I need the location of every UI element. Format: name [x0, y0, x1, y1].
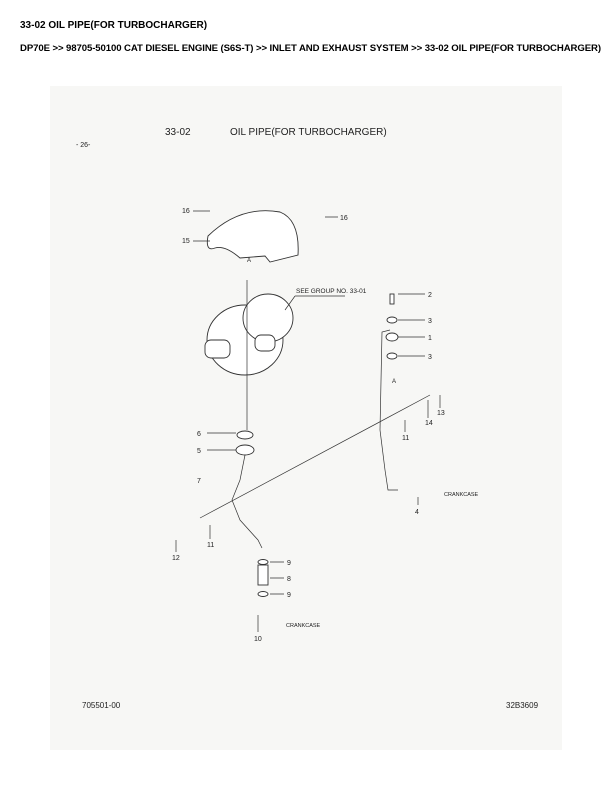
callout-11: 11 [402, 435, 409, 442]
crankcase-label: CRANKCASE [444, 492, 479, 498]
callout-5: 5 [197, 448, 201, 455]
oil-pipe-feed [379, 329, 398, 491]
callout-1: 1 [428, 335, 432, 342]
heat-shield [206, 210, 299, 263]
view-a-label-2: A [392, 379, 396, 385]
view-a-label: A [247, 258, 251, 264]
callout-16b: 16 [340, 215, 348, 222]
callout-14: 14 [425, 420, 433, 427]
diagram-page-no: - 26- [76, 142, 91, 149]
footer-left-code: 705501-00 [82, 701, 121, 710]
callout-11b: 11 [207, 542, 214, 549]
callout-16: 16 [182, 208, 190, 215]
callout-4: 4 [415, 509, 419, 516]
callout-3: 3 [428, 318, 432, 325]
crankcase-label-2: CRANKCASE [286, 623, 321, 629]
footer-right-code: 32B3609 [506, 701, 539, 710]
callout-10: 10 [254, 636, 262, 643]
callout-2: 2 [428, 292, 432, 299]
callout-12: 12 [172, 555, 180, 562]
callout-6: 6 [197, 431, 201, 438]
callout-13: 13 [437, 410, 445, 417]
parts-diagram-sheet [50, 86, 562, 750]
diagram-title: OIL PIPE(FOR TURBOCHARGER) [230, 127, 387, 138]
callout-7: 7 [197, 478, 201, 485]
oil-pipe-drain [231, 454, 263, 549]
callout-3b: 3 [428, 354, 432, 361]
callout-9b: 9 [287, 592, 291, 599]
callout-15: 15 [182, 238, 190, 245]
see-group-label: SEE GROUP NO. 33-01 [296, 288, 367, 295]
page-title: 33-02 OIL PIPE(FOR TURBOCHARGER) [20, 20, 208, 31]
turbocharger [204, 293, 294, 376]
breadcrumb: DP70E >> 98705-50100 CAT DIESEL ENGINE (… [20, 43, 601, 54]
diagram-group-no: 33-02 [165, 127, 191, 138]
callout-8: 8 [287, 576, 291, 583]
callout-9: 9 [287, 560, 291, 567]
